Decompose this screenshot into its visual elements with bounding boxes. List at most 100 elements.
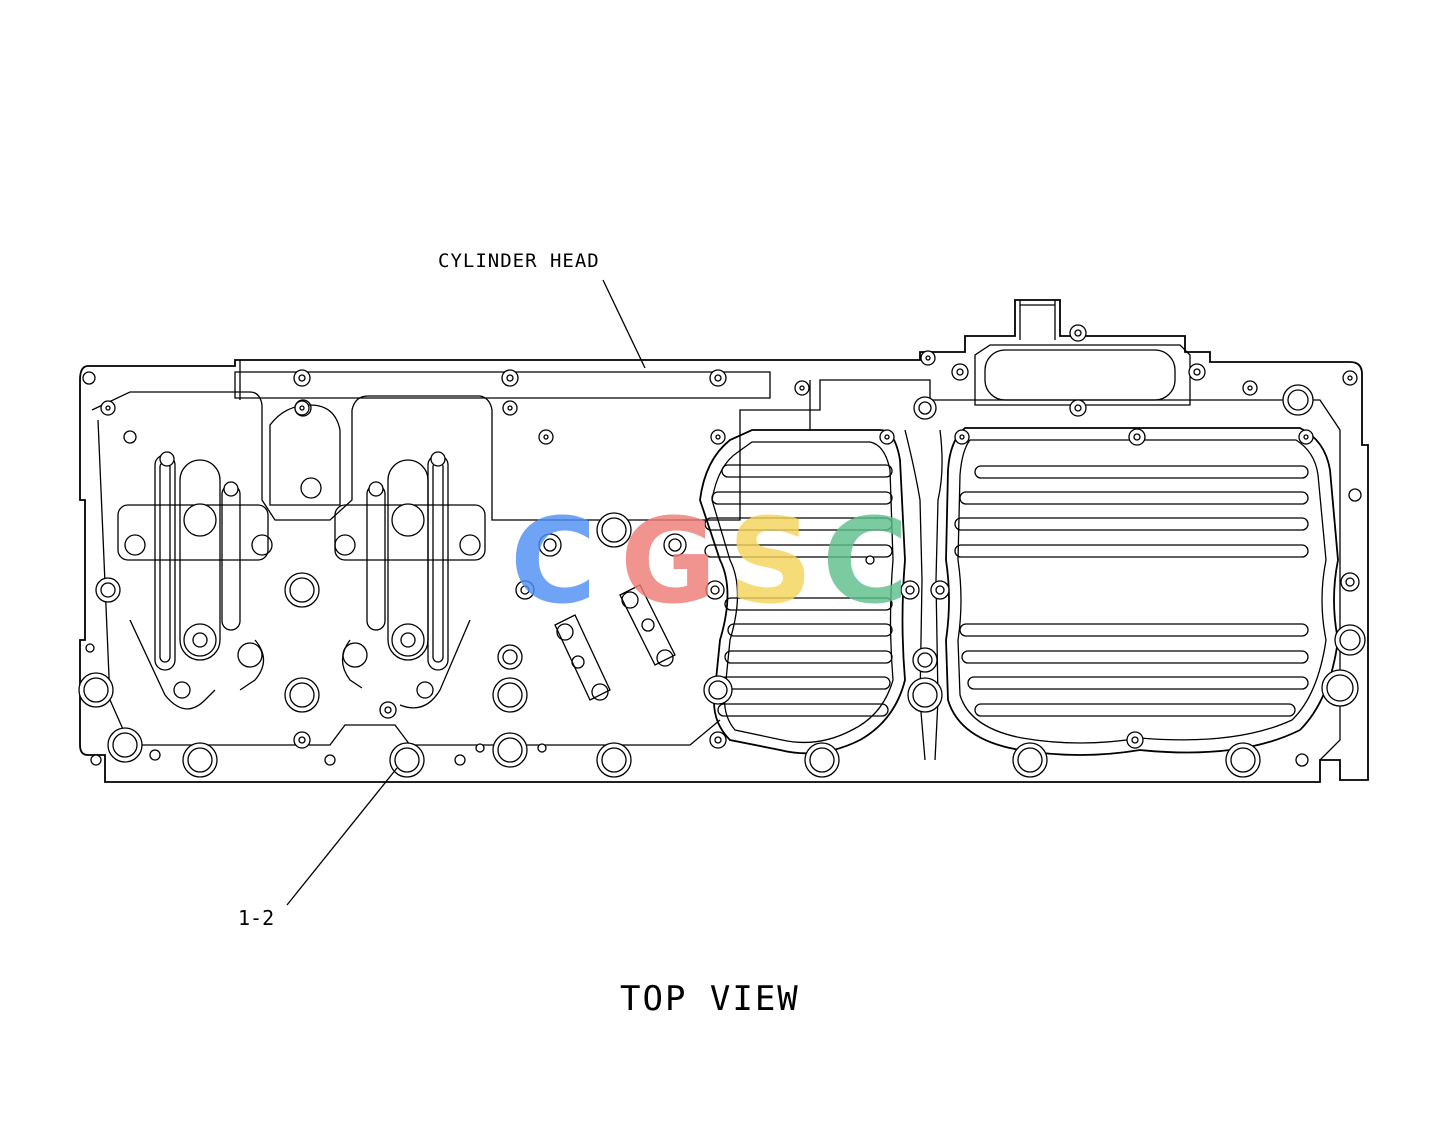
bolt-hole-inner [507, 405, 513, 411]
bolt-hole [954, 429, 970, 445]
bolt-hole-inner [601, 747, 627, 773]
bolt-hole [1295, 753, 1309, 767]
rocker-bridge-bolt [300, 477, 322, 499]
bolt-hole-inner [1074, 329, 1082, 337]
bolt-hole [82, 371, 96, 385]
bolt-hole [294, 400, 310, 416]
bolt-hole [538, 429, 554, 445]
bolt-hole-inner [100, 582, 116, 598]
bolt-holes [78, 324, 1366, 778]
cover-fins-right [954, 465, 1309, 717]
bolt-hole-inner [1074, 404, 1082, 412]
bolt-hole [705, 580, 725, 600]
bolt-hole [1342, 370, 1358, 386]
bolt-hole-inner [714, 374, 722, 382]
bolt-hole-inner [917, 652, 933, 668]
bolt-hole-inner [520, 585, 530, 595]
part-ref-label: 1-2 [238, 906, 274, 930]
bolt-hole [1242, 380, 1258, 396]
bolt-hole [538, 533, 562, 557]
bolt-hole-inner [809, 747, 835, 773]
bolt-hole-inner [1303, 434, 1309, 440]
bolt-hole-inner [299, 405, 305, 411]
watermark-letter-3: S [728, 492, 813, 630]
bolt-hole-inner [925, 355, 931, 361]
bolt-hole-inner [289, 682, 315, 708]
bolt-hole [497, 644, 523, 670]
bolt-hole-inner [918, 401, 932, 415]
bolt-hole-inner [1193, 368, 1201, 376]
bolt-hole-inner [956, 368, 964, 376]
bolt-hole [475, 743, 485, 753]
bolt-hole-inner [1345, 577, 1355, 587]
bolt-hole [951, 363, 969, 381]
bolt-hole-inner [502, 649, 518, 665]
bolt-hole-inner [298, 374, 306, 382]
valve-cover-right [945, 427, 1339, 756]
bolt-hole [1340, 572, 1360, 592]
bolt-hole [1126, 731, 1144, 749]
cover-center-rib [904, 429, 943, 761]
bolt-hole [515, 580, 535, 600]
bolt-hole-inner [959, 434, 965, 440]
bolt-hole [663, 533, 687, 557]
bolt-hole [293, 731, 311, 749]
bolt-hole-inner [298, 736, 306, 744]
bolt-hole-inner [1287, 389, 1309, 411]
bolt-hole-inner [935, 585, 945, 595]
bolt-hole-inner [187, 747, 213, 773]
bolt-hole [1069, 399, 1087, 417]
bolt-hole-inner [83, 677, 109, 703]
bolt-hole [913, 396, 937, 420]
cylinder-head-outline [79, 299, 1369, 783]
bolt-hole-inner [497, 737, 523, 763]
bolt-hole-inner [1131, 736, 1139, 744]
watermark-letter-4: C [822, 492, 909, 630]
bolt-hole [794, 380, 810, 396]
bolt-hole [912, 647, 938, 673]
bolt-hole [537, 743, 547, 753]
bolt-hole [90, 754, 102, 766]
bolt-hole-inner [543, 434, 549, 440]
rocker-assembly-1 [117, 451, 273, 710]
bolt-hole [454, 754, 466, 766]
watermark-logo: C G S C [510, 492, 909, 630]
bolt-hole-inner [497, 682, 523, 708]
bolt-hole-inner [799, 385, 805, 391]
bolt-hole-inner [714, 736, 722, 744]
bolt-hole-inner [289, 577, 315, 603]
bolt-hole-inner [912, 682, 938, 708]
bolt-hole [879, 429, 895, 445]
bolt-hole-inner [1230, 747, 1256, 773]
bolt-hole-inner [384, 706, 392, 714]
bolt-hole-inner [394, 747, 420, 773]
bolt-hole [85, 643, 95, 653]
view-title: TOP VIEW [620, 979, 800, 1019]
cylinder-head-label: CYLINDER HEAD [438, 250, 600, 272]
bolt-hole-inner [1017, 747, 1043, 773]
bolt-hole-inner [905, 585, 915, 595]
bolt-hole-inner [710, 585, 720, 595]
bolt-hole [865, 555, 875, 565]
bolt-hole-inner [543, 538, 557, 552]
bolt-hole [703, 675, 733, 705]
bolt-hole [149, 749, 161, 761]
bolt-hole-inner [506, 374, 514, 382]
bolt-hole-inner [105, 405, 111, 411]
bolt-hole [1128, 428, 1146, 446]
bolt-hole-inner [715, 434, 721, 440]
bolt-hole [379, 701, 397, 719]
watermark-letter-2: G [620, 492, 717, 630]
part-ref-leader [286, 767, 398, 906]
bolt-hole-inner [884, 434, 890, 440]
bolt-hole [501, 369, 519, 387]
bolt-hole [123, 430, 137, 444]
bolt-hole [920, 350, 936, 366]
bolt-hole [95, 577, 121, 603]
bolt-hole [1069, 324, 1087, 342]
bolt-hole-inner [1247, 385, 1253, 391]
bolt-hole [930, 580, 950, 600]
watermark-letter-1: C [510, 492, 597, 630]
cylinder-head-leader [602, 279, 646, 369]
bolt-hole-inner [1326, 674, 1354, 702]
